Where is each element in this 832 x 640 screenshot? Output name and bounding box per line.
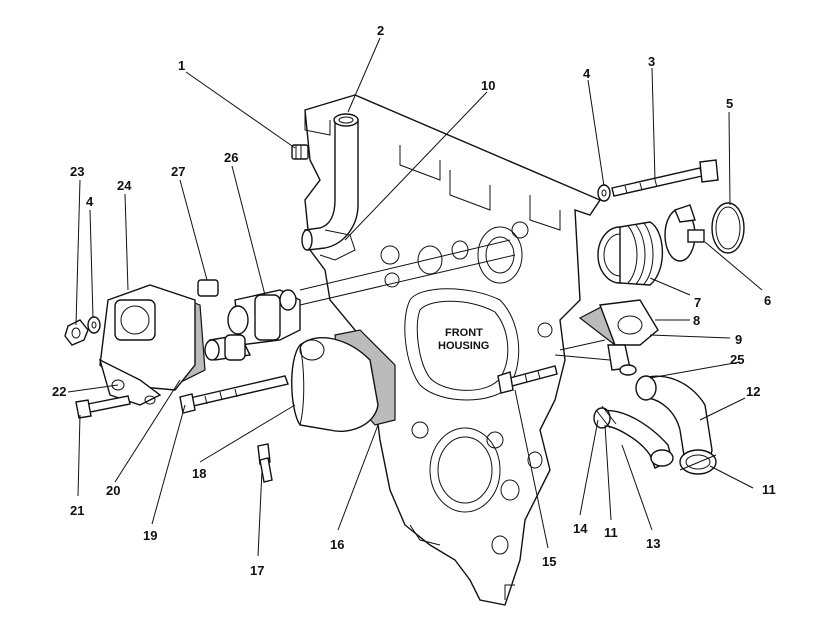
long-bolt bbox=[597, 159, 719, 202]
callout-8: 8 bbox=[693, 313, 700, 328]
callout-22: 22 bbox=[52, 384, 66, 399]
bolt-front bbox=[497, 365, 558, 394]
front-housing: FRONT HOUSING bbox=[304, 94, 602, 606]
callout-4-right: 4 bbox=[583, 66, 591, 81]
callout-11-right: 11 bbox=[762, 482, 776, 497]
callout-11-lower: 11 bbox=[604, 525, 618, 540]
water-outlet-pipe bbox=[301, 113, 359, 261]
callout-17: 17 bbox=[250, 563, 264, 578]
front-housing-label-line2: HOUSING bbox=[438, 340, 489, 352]
bolt-housing bbox=[75, 395, 131, 419]
callout-21: 21 bbox=[70, 503, 84, 518]
callout-23: 23 bbox=[70, 164, 84, 179]
callout-16: 16 bbox=[330, 537, 344, 552]
leader-lines bbox=[67, 37, 763, 557]
callout-6: 6 bbox=[764, 293, 771, 308]
plug bbox=[291, 144, 309, 160]
callout-10: 10 bbox=[481, 78, 495, 93]
thermostat bbox=[204, 289, 301, 361]
callout-13: 13 bbox=[646, 536, 660, 551]
callout-9: 9 bbox=[735, 332, 742, 347]
nut-and-washer bbox=[64, 316, 101, 346]
callout-5: 5 bbox=[726, 96, 733, 111]
callout-15: 15 bbox=[542, 554, 556, 569]
callouts: 1 2 3 4 4 5 6 7 8 9 10 11 11 12 13 14 15… bbox=[52, 23, 776, 578]
callout-12: 12 bbox=[746, 384, 760, 399]
callout-26: 26 bbox=[224, 150, 238, 165]
pump-cover bbox=[179, 329, 396, 483]
callout-7: 7 bbox=[694, 295, 701, 310]
callout-4-left: 4 bbox=[86, 194, 94, 209]
front-housing-label-line1: FRONT bbox=[445, 327, 483, 339]
callout-3: 3 bbox=[648, 54, 655, 69]
callout-1: 1 bbox=[178, 58, 185, 73]
callout-27: 27 bbox=[171, 164, 185, 179]
water-elbow bbox=[578, 299, 659, 376]
hose-and-clamp bbox=[597, 202, 745, 286]
callout-2: 2 bbox=[377, 23, 384, 38]
alignment-lines bbox=[299, 239, 611, 361]
thermostat-housing bbox=[98, 279, 219, 406]
callout-14: 14 bbox=[573, 521, 588, 536]
callout-24: 24 bbox=[117, 178, 132, 193]
callout-25: 25 bbox=[730, 352, 744, 367]
callout-19: 19 bbox=[143, 528, 157, 543]
callout-20: 20 bbox=[106, 483, 120, 498]
lower-hoses bbox=[593, 375, 717, 475]
callout-18: 18 bbox=[192, 466, 206, 481]
